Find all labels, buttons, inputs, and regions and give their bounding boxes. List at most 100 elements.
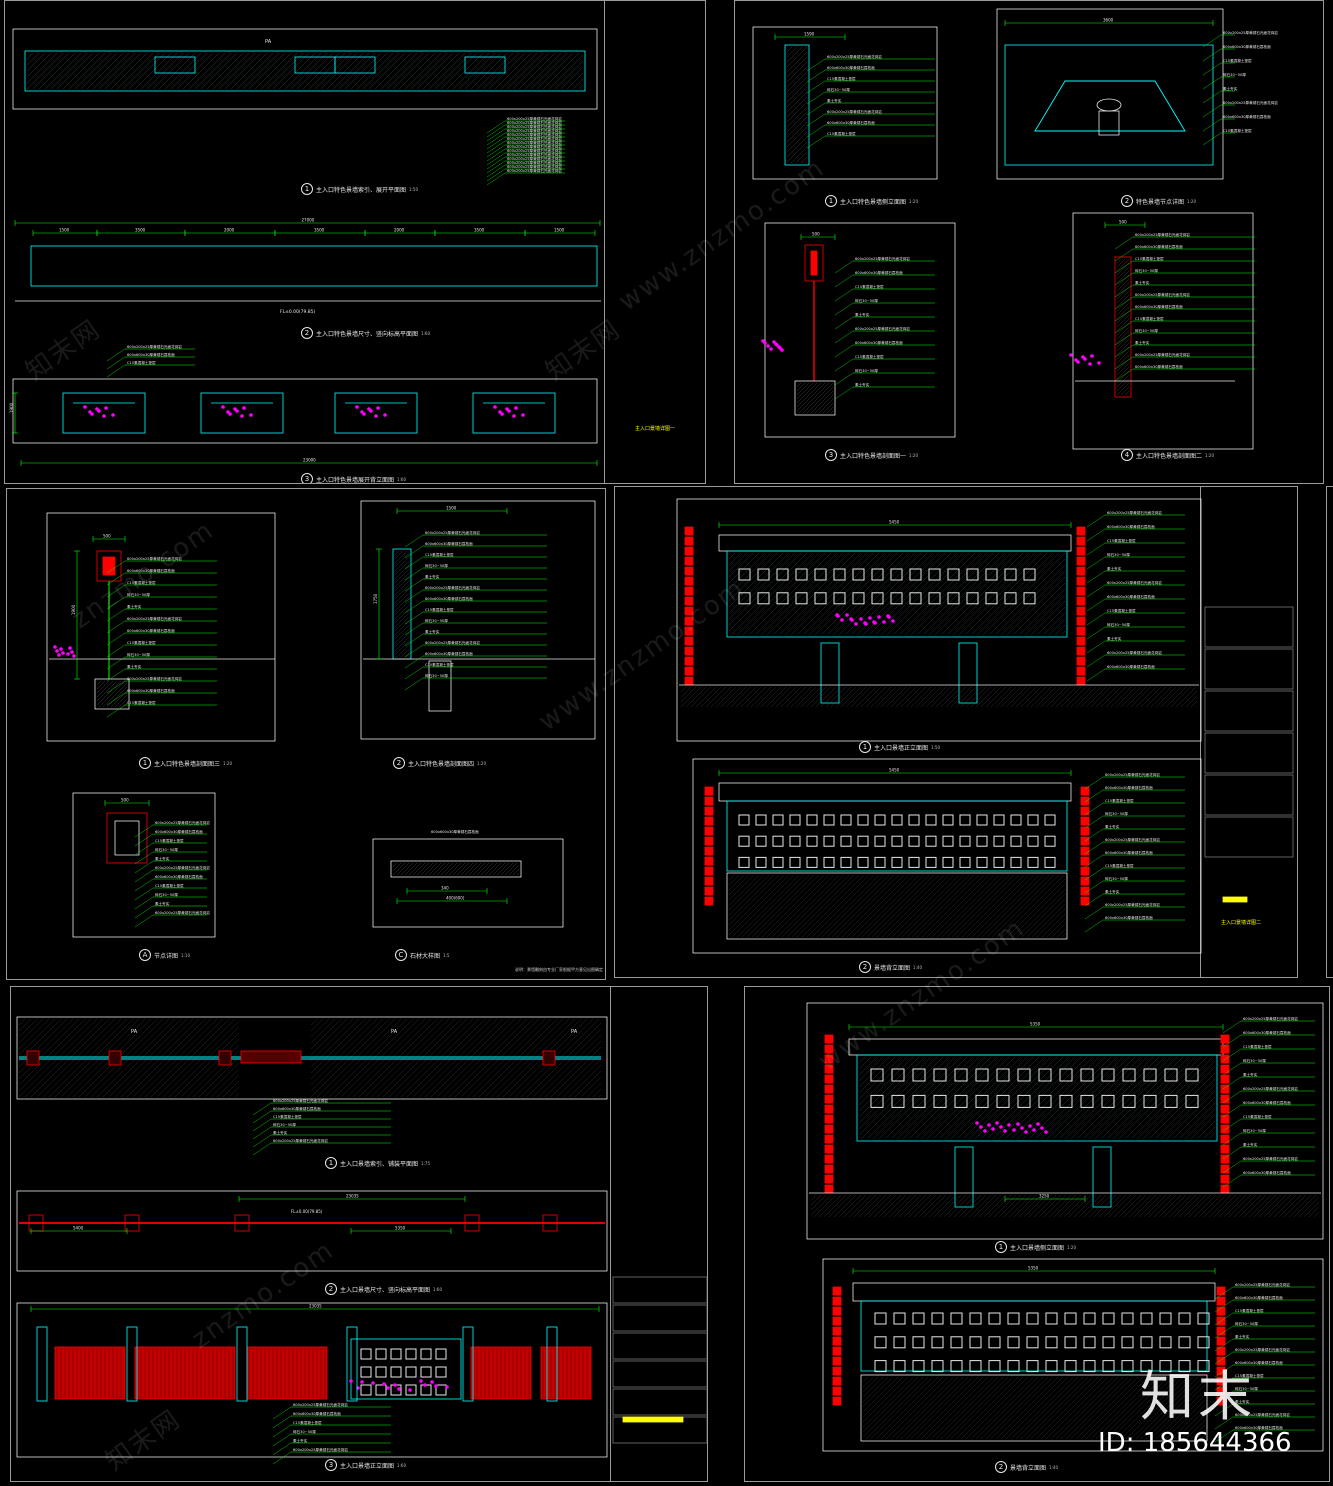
drawing-rect (908, 835, 920, 847)
drawing-line (1248, 1194, 1272, 1218)
planting-symbol (987, 1123, 991, 1127)
drawing-line (938, 1056, 1022, 1140)
drawing-line (866, 874, 930, 938)
drawing-line (866, 1056, 950, 1140)
planting-symbol (999, 1125, 1003, 1129)
drawing-rect (1045, 1312, 1058, 1325)
drawing-rect (1220, 1084, 1230, 1094)
leader-label: C15素混凝土垫层 (1107, 538, 1136, 543)
dimension-label: 3500 (135, 228, 146, 233)
drawing-rect (405, 1348, 417, 1360)
drawing-line (106, 584, 126, 598)
planting-symbol (1036, 1122, 1040, 1126)
planting-symbol (1040, 1126, 1044, 1130)
drawing-rect (1220, 1144, 1230, 1154)
drawing-line (926, 1056, 1010, 1140)
drawing-line (736, 552, 820, 636)
drawing-line (106, 680, 126, 694)
drawing-rect (909, 592, 922, 605)
drawing-rect (1220, 1184, 1230, 1194)
drawing-rect (692, 758, 1202, 954)
drawing-rect (993, 856, 1005, 868)
drawing-line (566, 72, 584, 90)
drawing-line (1055, 686, 1077, 708)
leader-label: C15素混凝土垫层 (827, 76, 856, 81)
drawing-line (851, 874, 915, 938)
drawing-line (322, 1018, 402, 1098)
leader-label: 600x200x25厚黄锈石光面花岗岩 (1223, 100, 1278, 105)
drawing-line (86, 52, 124, 90)
drawing-line (810, 686, 832, 708)
drawing-rect (612, 1332, 707, 1360)
drawing-rect (824, 1164, 834, 1174)
drawing-line (234, 1092, 240, 1098)
leader-label: 素土夯实 (827, 98, 842, 103)
drawing-line (1112, 1056, 1196, 1140)
leader-label: C15素混凝土垫层 (293, 1420, 322, 1425)
drawing-line (1208, 1132, 1216, 1140)
leader-label: C15素混凝土垫层 (1235, 1308, 1264, 1313)
drawing-line (1100, 1376, 1164, 1440)
drawing-rect (908, 856, 920, 868)
drawing-line (781, 874, 845, 938)
dimension-label: 1500 (554, 228, 565, 233)
drawing-line (1222, 1062, 1242, 1076)
leader-label: 素土夯实 (1135, 340, 1150, 345)
drawing-line (1114, 272, 1134, 286)
drawing-rect (871, 568, 884, 581)
planting-symbol (850, 618, 854, 622)
planting-symbol (445, 1385, 449, 1389)
drawing-rect (676, 498, 1202, 742)
drawing-line (841, 874, 905, 938)
drawing-line (878, 1056, 962, 1140)
drawing-rect (684, 536, 694, 546)
drawing-rect (947, 592, 960, 605)
drawing-line (392, 862, 402, 872)
drawing-rect (832, 1306, 842, 1316)
leader-label: 600x600x30厚黄锈石荔枝面 (1107, 524, 1155, 529)
drawing-line (806, 80, 826, 94)
drawing-line (440, 52, 478, 90)
drawing-line (562, 1058, 602, 1098)
planting-symbol (780, 348, 784, 352)
drawing-rect (976, 814, 988, 826)
planting-symbol (371, 1381, 375, 1385)
leader-label: 素土夯实 (127, 664, 142, 669)
leader-label: 600x600x30厚黄锈石荔枝面 (127, 568, 175, 573)
drawing-line (1185, 695, 1198, 708)
drawing-line (840, 686, 862, 708)
drawing-line (786, 86, 808, 108)
drawing-line (952, 552, 1036, 636)
drawing-rect (890, 592, 903, 605)
sheet-3-linework: 5001900600x200x25厚黄锈石光面花岗岩600x600x30厚黄锈石… (46, 500, 596, 938)
drawing-line (796, 382, 818, 404)
drawing-line (1116, 330, 1130, 344)
leader-label: 碎石30~50厚 (127, 592, 150, 597)
drawing-line (310, 1018, 384, 1092)
drawing-line (530, 52, 568, 90)
drawing-rect (1080, 846, 1090, 856)
drawing-line (1086, 654, 1106, 668)
drawing-rect (1197, 1360, 1210, 1373)
drawing-line (814, 394, 834, 414)
drawing-line (1110, 1376, 1174, 1440)
dimension-label: 1900 (71, 604, 76, 615)
planting-symbol (873, 621, 877, 625)
drawing-line (26, 52, 34, 60)
drawing-rect (824, 1104, 834, 1114)
drawing-line (580, 1076, 602, 1098)
drawing-line (252, 1102, 272, 1116)
leader-label: 600x200x25厚黄锈石光面花岗岩 (1105, 902, 1160, 907)
drawing-line (1196, 1120, 1216, 1140)
drawing-rect (832, 1346, 842, 1356)
drawing-line (835, 686, 857, 708)
drawing-line (986, 874, 1050, 938)
drawing-line (106, 686, 128, 708)
drawing-rect (874, 1336, 887, 1349)
drawing-line (795, 686, 817, 708)
drawing-line (134, 914, 154, 928)
drawing-line (508, 864, 520, 876)
leader-label: 素土夯实 (1105, 824, 1120, 829)
